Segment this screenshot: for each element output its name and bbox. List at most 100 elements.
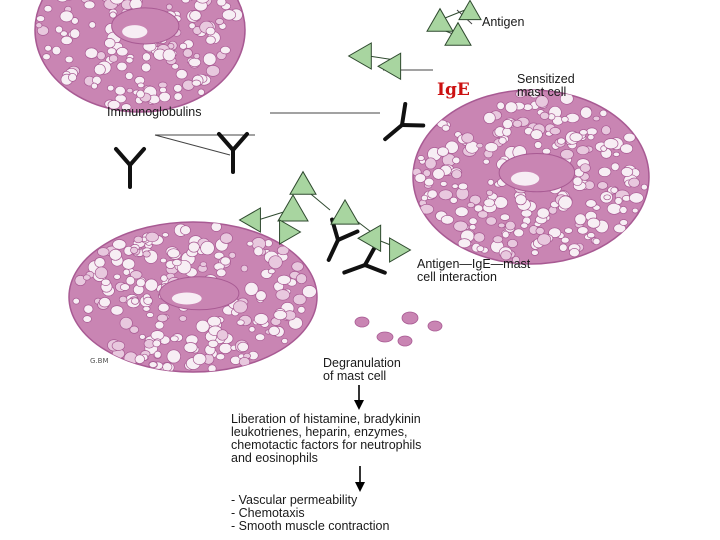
granule bbox=[629, 192, 644, 204]
granule bbox=[182, 48, 193, 58]
granule bbox=[451, 183, 459, 189]
granule bbox=[597, 181, 609, 190]
granule bbox=[586, 217, 601, 229]
granule bbox=[42, 53, 51, 61]
granule bbox=[466, 202, 475, 209]
granule bbox=[631, 207, 639, 214]
granule bbox=[55, 25, 63, 34]
granule bbox=[165, 3, 173, 11]
granule bbox=[183, 342, 198, 353]
granule bbox=[125, 276, 136, 286]
sensitized-mast-cell-label: Sensitized mast cell bbox=[517, 72, 575, 99]
granule bbox=[88, 21, 97, 29]
granule bbox=[207, 315, 222, 327]
granule bbox=[189, 10, 202, 21]
granule bbox=[586, 232, 596, 239]
granule bbox=[424, 177, 435, 187]
granule bbox=[167, 248, 181, 259]
granule bbox=[218, 342, 232, 354]
granule bbox=[121, 103, 132, 112]
granule bbox=[580, 106, 593, 119]
granule bbox=[513, 228, 525, 238]
granule bbox=[64, 55, 74, 64]
granule bbox=[109, 248, 122, 261]
granule bbox=[84, 47, 99, 59]
granule bbox=[628, 177, 640, 188]
granule bbox=[515, 90, 526, 99]
granule bbox=[109, 0, 125, 5]
granule bbox=[179, 42, 188, 50]
granule bbox=[268, 325, 280, 336]
granule bbox=[83, 0, 96, 10]
granule bbox=[484, 142, 499, 153]
degranulating-mast-cell bbox=[68, 221, 318, 373]
granule bbox=[610, 186, 619, 194]
granule bbox=[244, 281, 259, 296]
granule bbox=[129, 325, 139, 334]
antigen-triangle bbox=[289, 170, 317, 195]
released-granule bbox=[427, 320, 443, 332]
granule bbox=[170, 335, 179, 342]
antigen-triangle bbox=[444, 21, 472, 46]
granule bbox=[202, 52, 217, 66]
granule bbox=[520, 222, 529, 229]
granule bbox=[520, 209, 533, 218]
granule bbox=[436, 146, 449, 157]
granule bbox=[246, 240, 254, 247]
granule bbox=[560, 149, 574, 160]
granule bbox=[569, 132, 583, 142]
granule bbox=[107, 84, 115, 92]
granule bbox=[501, 230, 510, 239]
granule bbox=[457, 182, 469, 191]
granule bbox=[83, 304, 94, 314]
granule bbox=[619, 219, 629, 226]
nucleus bbox=[111, 7, 180, 45]
immunoglobulin-y bbox=[114, 147, 146, 189]
granule bbox=[101, 278, 111, 286]
granule bbox=[68, 73, 77, 82]
interaction-label: Antigen—IgE—mast cell interaction bbox=[417, 257, 531, 284]
antigen-triangle bbox=[330, 198, 360, 225]
granule bbox=[549, 127, 561, 136]
granule bbox=[191, 79, 202, 87]
flow-arrow bbox=[355, 466, 365, 492]
granule bbox=[461, 132, 474, 144]
granule bbox=[195, 0, 210, 4]
granule bbox=[603, 194, 611, 201]
granule bbox=[139, 334, 146, 340]
granule bbox=[504, 101, 518, 114]
granule bbox=[162, 362, 173, 372]
granule bbox=[116, 61, 128, 72]
granule bbox=[166, 349, 181, 364]
granule bbox=[216, 0, 227, 7]
granule bbox=[485, 216, 497, 226]
granule bbox=[219, 232, 233, 244]
granule bbox=[531, 249, 539, 256]
granule bbox=[55, 0, 70, 3]
granule bbox=[205, 26, 216, 36]
granule bbox=[603, 138, 619, 150]
granule bbox=[126, 87, 134, 94]
granule bbox=[195, 319, 210, 333]
granule bbox=[60, 35, 73, 45]
granule bbox=[482, 158, 490, 165]
mast-cell-top bbox=[34, 0, 246, 113]
granule bbox=[548, 227, 562, 238]
granule bbox=[579, 129, 588, 136]
ige-antibody bbox=[383, 101, 426, 142]
artist-mark: G.BM bbox=[90, 357, 109, 365]
granule bbox=[572, 176, 583, 187]
granule bbox=[592, 115, 601, 122]
granule bbox=[72, 297, 80, 305]
granule bbox=[534, 141, 543, 149]
granule bbox=[473, 232, 486, 243]
granule bbox=[610, 162, 620, 172]
granule bbox=[134, 354, 145, 364]
granule bbox=[592, 237, 601, 246]
granule bbox=[173, 92, 183, 101]
granule bbox=[454, 206, 469, 217]
granule bbox=[268, 255, 283, 270]
nucleus-highlight bbox=[171, 292, 202, 305]
granule bbox=[535, 95, 549, 108]
granule bbox=[240, 264, 249, 273]
